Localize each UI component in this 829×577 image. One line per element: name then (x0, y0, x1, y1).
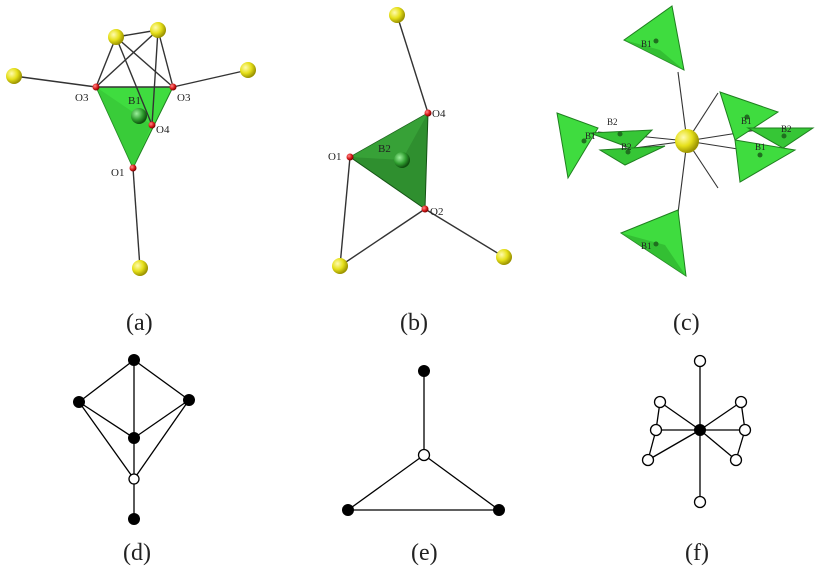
b2-polyhedron (589, 129, 654, 150)
ba-atom (389, 7, 405, 23)
oxygen-atom (424, 109, 432, 117)
panel-caption-c: (c) (673, 310, 700, 336)
graph-node-open (128, 473, 140, 485)
b1-polyhedron-face (624, 40, 684, 70)
edges-e (347, 371, 500, 511)
b2-polyhedron (598, 145, 666, 166)
b1-polyhedron-face (96, 87, 152, 168)
b1-atom (744, 114, 750, 120)
b1-atom (131, 108, 147, 124)
atom-label-b1: B1 (641, 241, 652, 251)
graph-node-filled (183, 394, 195, 406)
graph-node-filled (493, 504, 505, 516)
atom-label-o4: O4 (156, 124, 170, 136)
graph-node-filled (128, 513, 140, 525)
oxygen-atom (129, 164, 137, 172)
atom-label-b2: B2 (378, 143, 391, 155)
b1-atom (653, 241, 659, 247)
panel-caption-f: (f) (685, 540, 709, 566)
panel-caption-e: (e) (411, 540, 438, 566)
atom-label-b1: B1 (641, 39, 652, 49)
bonds-a (13, 29, 249, 269)
ba-atom (108, 29, 124, 45)
b2-atom (617, 131, 623, 137)
graph-node-filled (128, 432, 140, 444)
atom-label-b1: B1 (741, 116, 752, 126)
atom-label-o1: O1 (111, 167, 124, 179)
b2-atom (781, 133, 787, 139)
b2-atom (625, 149, 631, 155)
panel-e (342, 365, 505, 516)
graph-node-filled (73, 396, 85, 408)
b1-atom (581, 138, 587, 144)
ba-atom (332, 258, 348, 274)
panel-caption-a: (a) (126, 310, 153, 336)
ba-atom (675, 129, 699, 153)
graph-node-filled (418, 365, 430, 377)
graph-node-open (653, 395, 667, 409)
ba-atom (132, 260, 148, 276)
atom-label-b2: B2 (607, 117, 618, 127)
b1-atom (653, 38, 659, 44)
b2-polyhedron (746, 127, 815, 149)
b1-polyhedron (556, 112, 599, 180)
graph-node-open (738, 423, 752, 437)
oxygen-atom (148, 121, 156, 129)
panel-caption-b: (b) (400, 310, 428, 336)
panel-b: O4 O1 B2 O2 (328, 7, 512, 274)
b1-polyhedron (734, 139, 797, 183)
graph-node-open (649, 423, 663, 437)
b1-atom (757, 152, 763, 158)
atom-label-o3: O3 (177, 92, 191, 104)
panel-caption-d: (d) (123, 540, 151, 566)
atom-label-b1: B1 (755, 142, 766, 152)
b1-polyhedron-face (621, 233, 686, 276)
ba-atom (150, 22, 166, 38)
b2-atom (394, 152, 410, 168)
oxygen-atom (346, 153, 354, 161)
atom-label-b1: B1 (128, 95, 141, 107)
graph-node-open (693, 354, 707, 368)
graph-node-filled (128, 354, 140, 366)
graph-node-open (729, 453, 743, 467)
atom-label-b2: B2 (781, 124, 792, 134)
graph-node-open (417, 448, 431, 462)
atom-label-b2: B2 (621, 142, 632, 152)
panel-a: O3 O3 B1 O4 O1 (6, 22, 256, 276)
atom-label-b1: B1 (585, 131, 596, 141)
b1-polyhedron (623, 5, 685, 71)
graph-node-open (734, 395, 748, 409)
oxygen-atom (169, 83, 177, 91)
oxygen-atom (92, 83, 100, 91)
graph-node-filled (342, 504, 354, 516)
ba-atom (6, 68, 22, 84)
atom-label-o1: O1 (328, 151, 341, 163)
panel-c: B1 B2 B1 B2 B1 B2 B1 B1 (556, 5, 815, 278)
atom-label-o2: O2 (430, 206, 443, 218)
bonds-b (339, 14, 505, 267)
b2-polyhedron-face (350, 113, 428, 160)
oxygen-atom (421, 205, 429, 213)
edges-d (78, 359, 190, 519)
panel-f (641, 354, 752, 509)
ba-atom (240, 62, 256, 78)
ba-atom (496, 249, 512, 265)
atom-label-o4: O4 (432, 108, 446, 120)
atom-label-o3: O3 (75, 92, 89, 104)
panel-d (73, 354, 195, 525)
graph-node-open (641, 453, 655, 467)
graph-node-filled (694, 424, 706, 436)
graph-node-open (693, 495, 707, 509)
